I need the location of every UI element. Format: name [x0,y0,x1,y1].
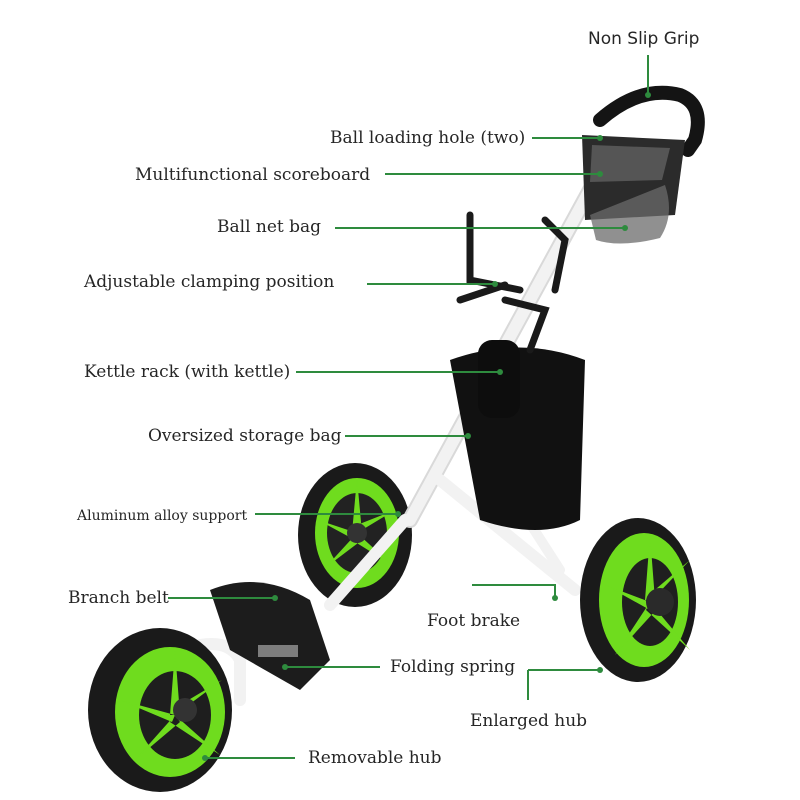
leader-lines [168,55,649,759]
label-removable-hub: Removable hub [308,748,442,768]
label-kettle-rack: Kettle rack (with kettle) [84,362,291,382]
label-non-slip-grip: Non Slip Grip [588,29,700,49]
front-right-wheel [580,518,696,682]
label-oversized-storage-bag: Oversized storage bag [148,426,342,446]
label-ball-net-bag: Ball net bag [217,217,322,237]
removable-hub-wheel [88,628,232,792]
label-foot-brake: Foot brake [427,611,521,631]
label-branch-belt: Branch belt [68,588,169,608]
handle-grip [593,85,705,157]
clamp-arms [456,211,569,354]
label-multifunctional-scoreboard: Multifunctional scoreboard [135,165,371,185]
folding-assembly [210,582,330,690]
label-adjustable-clamping-position: Adjustable clamping position [84,272,335,292]
label-enlarged-hub: Enlarged hub [470,711,588,731]
rear-left-wheel [298,463,412,607]
label-folding-spring: Folding spring [390,657,516,677]
label-aluminum-alloy-support: Aluminum alloy support [77,508,248,524]
label-ball-loading-hole: Ball loading hole (two) [330,128,526,148]
kettle [478,340,520,418]
leader-dots [202,92,651,761]
